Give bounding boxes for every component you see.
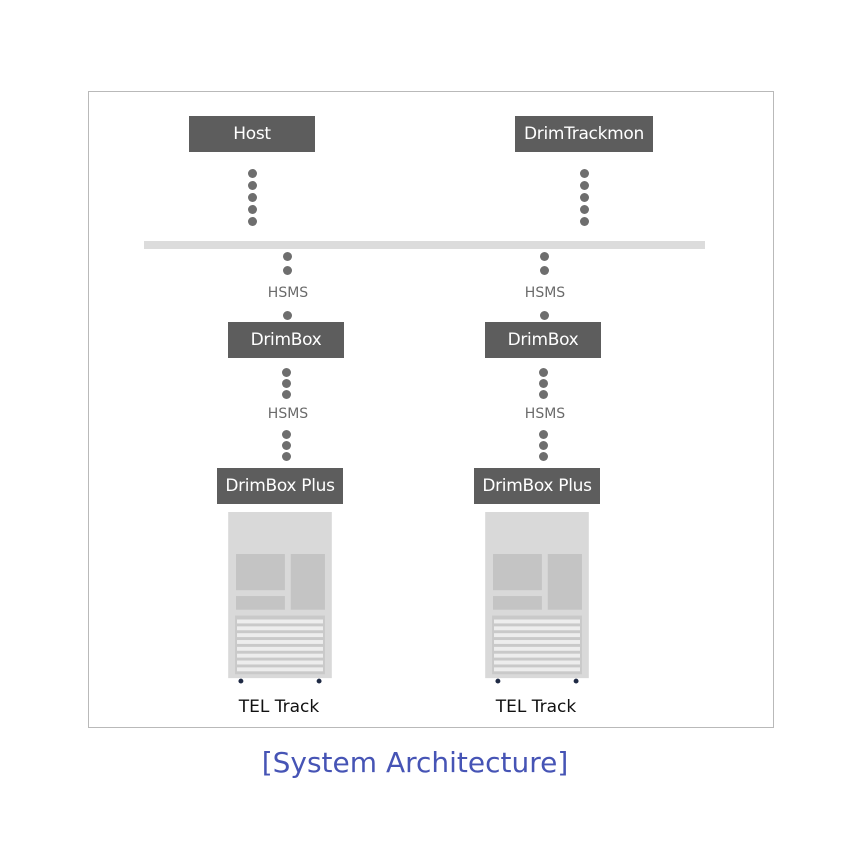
drimbox-plus-left-node: DrimBox Plus — [217, 468, 343, 504]
connector-dot — [540, 266, 549, 275]
connector-dot — [282, 441, 291, 450]
connector-dot — [282, 430, 291, 439]
drimtrackmon-node: DrimTrackmon — [515, 116, 653, 152]
hsms-lower-left-label: HSMS — [267, 406, 309, 422]
connector-dot — [580, 217, 589, 226]
hsms-lower-right-label: HSMS — [524, 406, 566, 422]
connector-dot — [283, 311, 292, 320]
drimbox-right-node: DrimBox — [485, 322, 601, 358]
connector-dot — [540, 252, 549, 261]
connector-dot — [539, 390, 548, 399]
host-node: Host — [189, 116, 315, 152]
connector-dot — [539, 452, 548, 461]
connector-dot — [539, 368, 548, 377]
connector-dot — [580, 205, 589, 214]
tel-track-cabinet-icon — [485, 512, 589, 684]
connector-dot — [539, 379, 548, 388]
tel-track-right-label: TEL Track — [495, 697, 577, 717]
connector-dot — [248, 193, 257, 202]
connector-dot — [282, 368, 291, 377]
connector-dot — [248, 181, 257, 190]
connector-dot — [283, 252, 292, 261]
connector-dot — [580, 169, 589, 178]
connector-dot — [539, 430, 548, 439]
connector-dot — [283, 266, 292, 275]
tel-track-left-label: TEL Track — [238, 697, 320, 717]
diagram-caption: [System Architecture] — [261, 746, 569, 779]
connector-dot — [539, 441, 548, 450]
connector-dot — [540, 311, 549, 320]
network-bus — [144, 241, 705, 249]
connector-dot — [282, 390, 291, 399]
connector-dot — [282, 452, 291, 461]
connector-dot — [580, 181, 589, 190]
tel-track-cabinet-icon — [228, 512, 332, 684]
drimbox-left-node: DrimBox — [228, 322, 344, 358]
hsms-upper-left-label: HSMS — [267, 285, 309, 301]
connector-dot — [282, 379, 291, 388]
connector-dot — [248, 217, 257, 226]
hsms-upper-right-label: HSMS — [524, 285, 566, 301]
diagram-frame — [88, 91, 774, 728]
drimbox-plus-right-node: DrimBox Plus — [474, 468, 600, 504]
connector-dot — [580, 193, 589, 202]
connector-dot — [248, 169, 257, 178]
connector-dot — [248, 205, 257, 214]
